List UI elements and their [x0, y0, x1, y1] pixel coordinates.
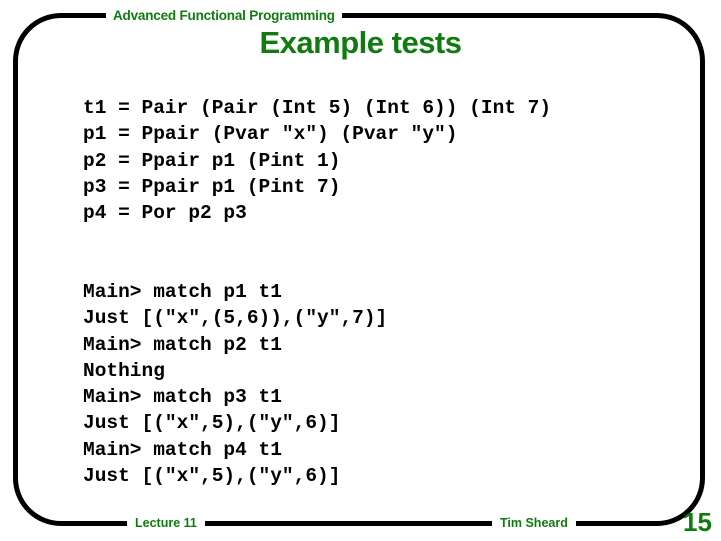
slide-border-frame [13, 13, 705, 526]
author-label: Tim Sheard [492, 516, 576, 531]
course-title-label: Advanced Functional Programming [106, 7, 342, 24]
code-definitions-block: t1 = Pair (Pair (Int 5) (Int 6)) (Int 7)… [83, 97, 552, 225]
page-number: 15 [683, 507, 712, 537]
page-title: Example tests [259, 25, 463, 60]
lecture-label: Lecture 11 [127, 516, 205, 531]
code-repl-session-block: Main> match p1 t1 Just [("x",(5,6)),("y"… [83, 281, 388, 488]
